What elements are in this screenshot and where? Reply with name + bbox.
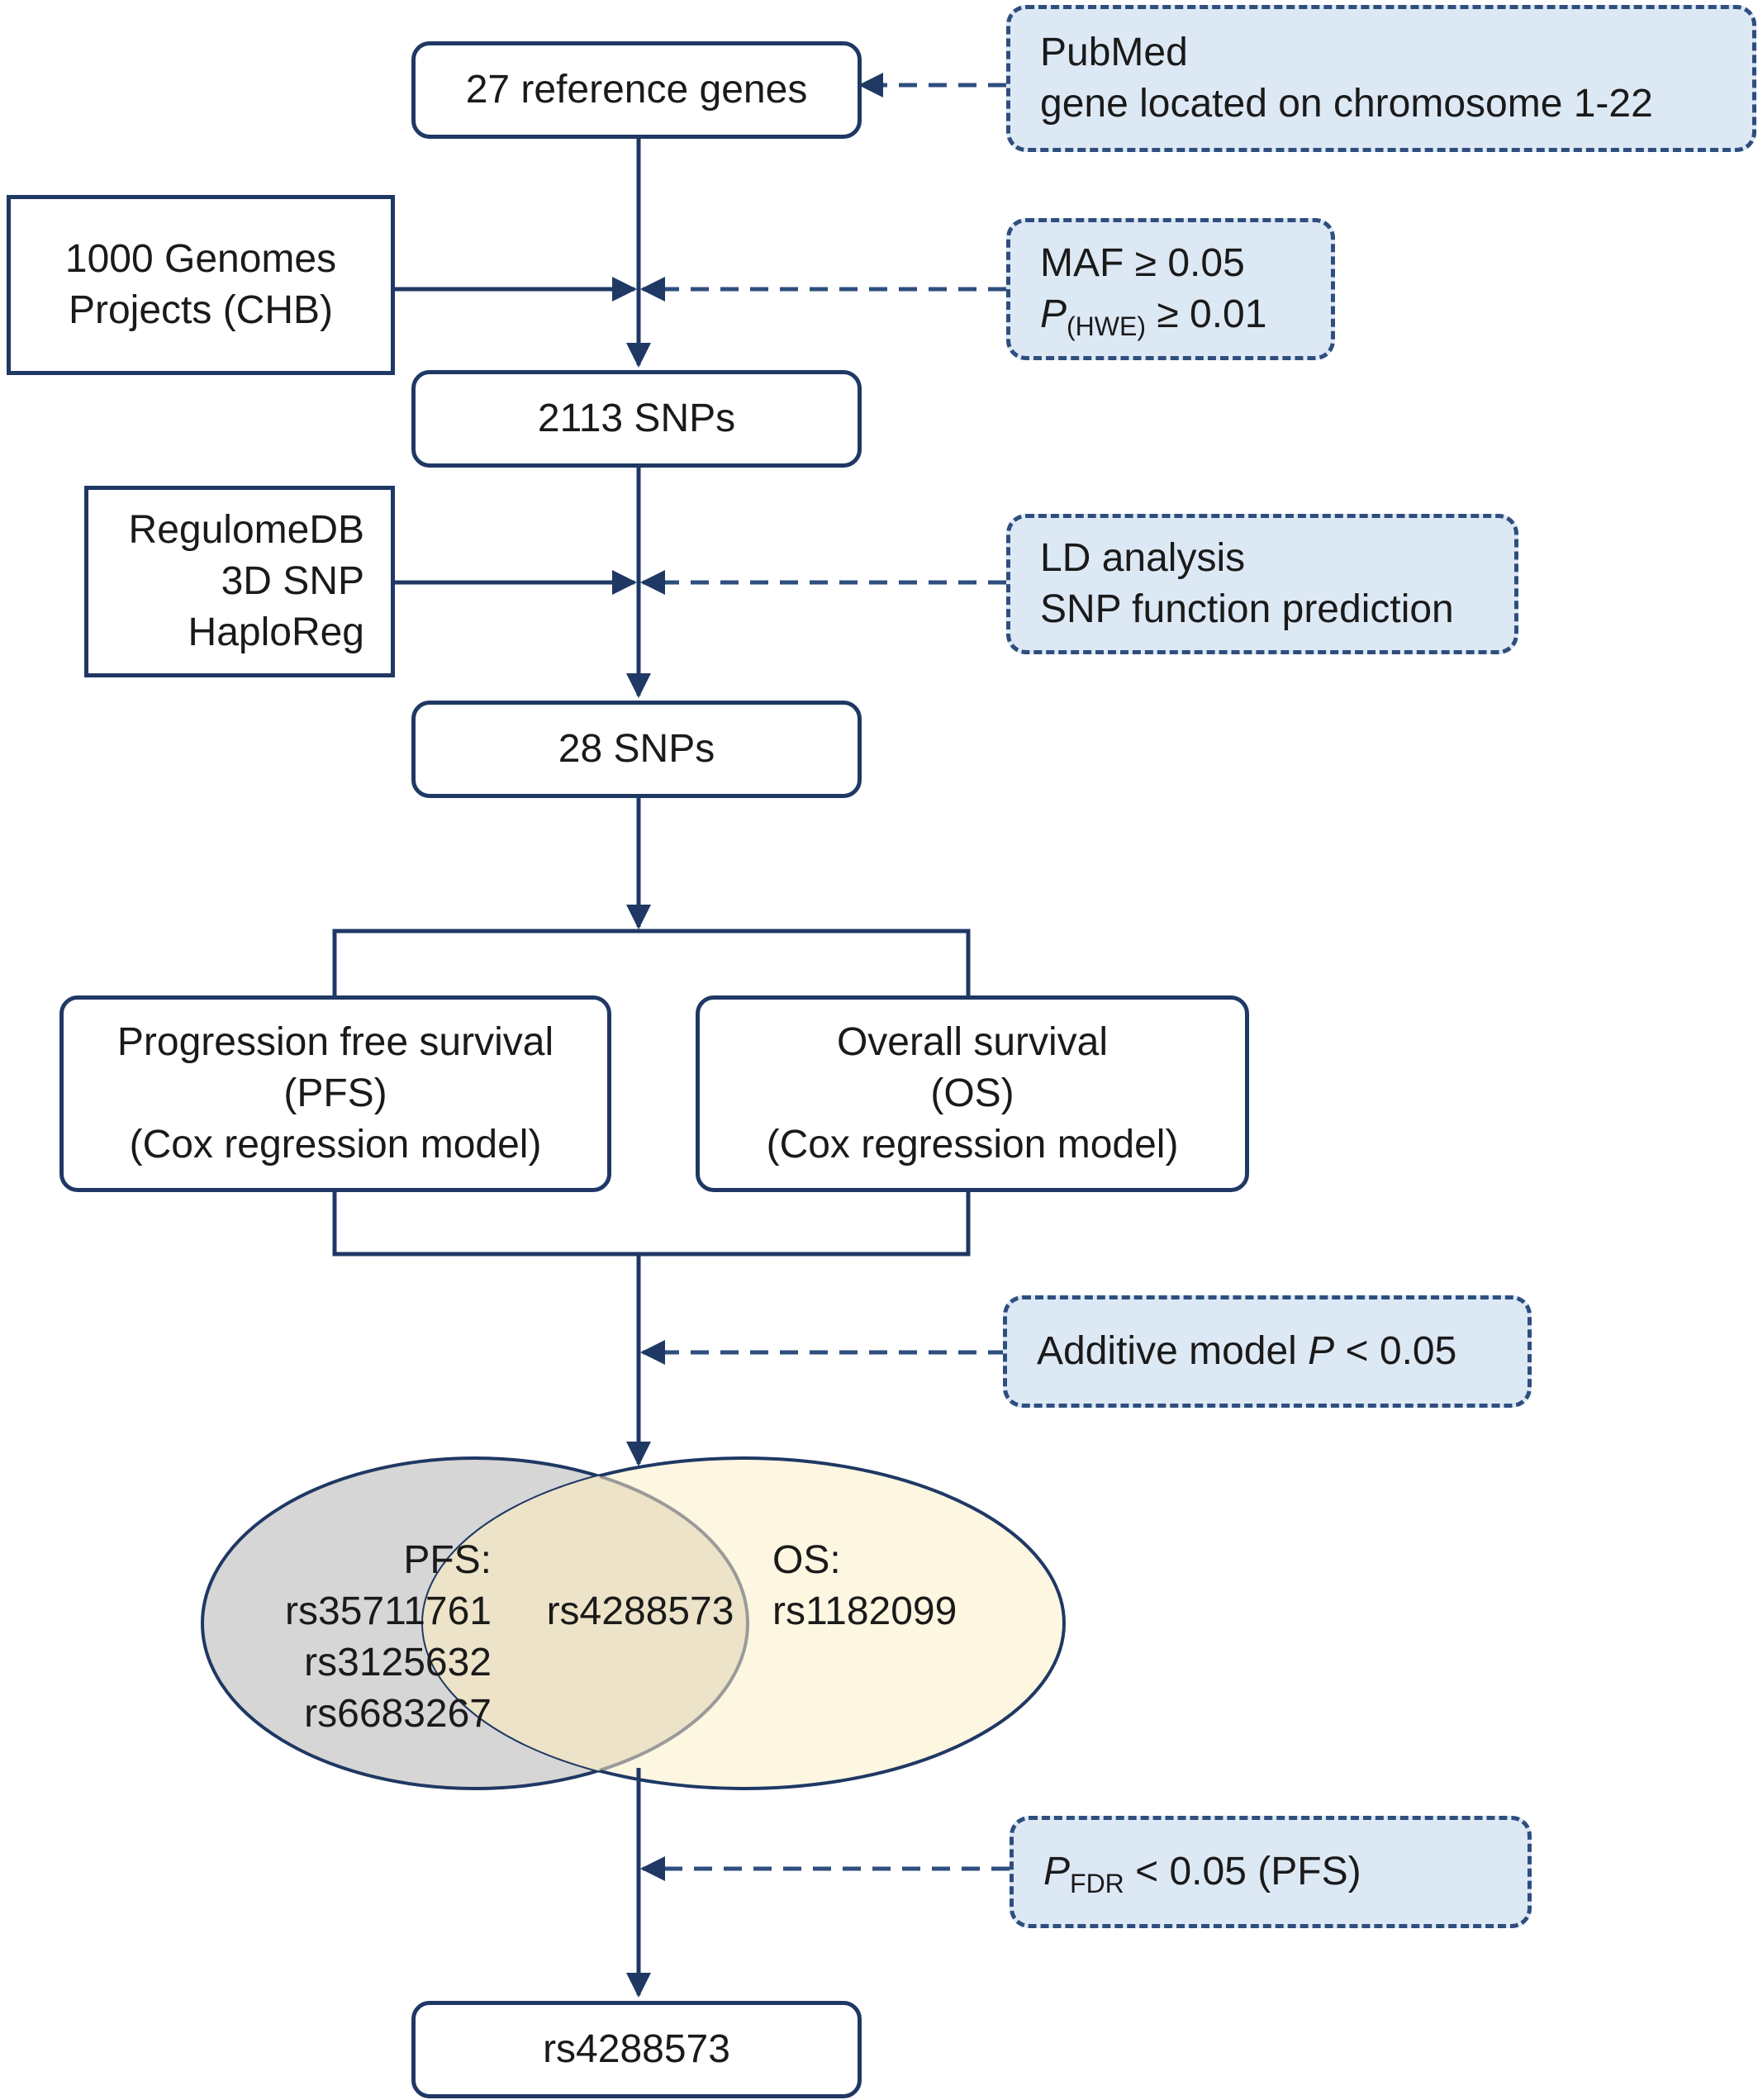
ld-line2: SNP function prediction [1040,587,1454,631]
pfs-line3: (Cox regression model) [129,1123,542,1166]
venn-diagram [201,1456,1066,1790]
fdr-threshold: < 0.05 (PFS) [1124,1850,1361,1893]
ld-line1: LD analysis [1040,536,1246,580]
pubmed-note: PubMed gene located on chromosome 1-22 [1006,5,1756,152]
pfs-line2: (PFS) [283,1071,387,1115]
additive-p-symbol: P [1308,1329,1335,1373]
fdr-p-symbol: P [1043,1850,1071,1893]
pubmed-line1: PubMed [1040,31,1188,74]
os-line3: (Cox regression model) [766,1123,1179,1166]
pfs-line1: Progression free survival [116,1020,554,1064]
tool-regulomedb: RegulomeDB [128,508,364,552]
tool-3dsnp: 3D SNP [221,559,364,603]
venn-pfs-snp-3: rs6683267 [304,1692,492,1736]
snps-28-box: 28 SNPs [411,701,862,798]
hwe-criterion: P(HWE) ≥ 0.01 [1040,289,1331,340]
os-line1: Overall survival [836,1020,1109,1064]
pfs-box: Progression free survival (PFS) (Cox reg… [59,995,611,1192]
venn-os-text: OS: rs1182099 [772,1535,1020,1637]
genomes-project-box: 1000 Genomes Projects (CHB) [7,195,395,375]
pfs-outline-inner [425,1460,749,1787]
genomes-line2: Projects (CHB) [68,288,334,332]
venn-shared-snp: rs4288573 [546,1589,734,1633]
venn-os-snp-1: rs1182099 [772,1589,957,1633]
additive-model-note: Additive model P < 0.05 [1003,1295,1532,1408]
tool-haploreg: HaploReg [188,611,364,654]
venn-pfs-text: PFS: rs35711761 rs3125632 rs6683267 [256,1535,492,1740]
os-box: Overall survival (OS) (Cox regression mo… [696,995,1249,1192]
final-snp-box: rs4288573 [411,2001,862,2098]
hwe-p-symbol: P [1040,292,1067,336]
venn-os-title: OS: [772,1538,841,1582]
tools-box: RegulomeDB 3D SNP HaploReg [84,486,395,677]
os-line2: (OS) [930,1071,1014,1115]
venn-pfs-snp-1: rs35711761 [285,1589,492,1633]
additive-pre: Additive model [1037,1329,1309,1373]
overlap-region [423,1458,748,1789]
fdr-criterion: PFDR < 0.05 (PFS) [1043,1846,1528,1898]
venn-shared-text: rs4288573 [533,1586,748,1637]
additive-criterion: Additive model P < 0.05 [1037,1326,1528,1377]
hwe-subscript: (HWE) [1067,311,1146,341]
pubmed-line2: gene located on chromosome 1-22 [1040,82,1653,126]
fdr-note: PFDR < 0.05 (PFS) [1010,1816,1532,1928]
snps-2113-label: 2113 SNPs [537,397,736,440]
venn-pfs-snp-2: rs3125632 [304,1641,492,1684]
hwe-threshold: ≥ 0.01 [1145,292,1267,336]
fdr-subscript: FDR [1070,1869,1124,1898]
snps-28-label: 28 SNPs [558,727,715,771]
split-bracket [332,929,971,995]
snps-2113-box: 2113 SNPs [411,370,862,468]
venn-pfs-title: PFS: [403,1538,492,1582]
maf-criterion: MAF ≥ 0.05 [1040,241,1245,285]
final-snp-label: rs4288573 [543,2027,730,2071]
reference-genes-label: 27 reference genes [465,68,808,112]
ld-analysis-note: LD analysis SNP function prediction [1006,514,1518,654]
maf-hwe-note: MAF ≥ 0.05 P(HWE) ≥ 0.01 [1006,218,1335,360]
genomes-line1: 1000 Genomes [64,237,337,281]
merge-bracket [332,1190,971,1257]
additive-post: < 0.05 [1334,1329,1457,1373]
reference-genes-box: 27 reference genes [411,41,862,139]
